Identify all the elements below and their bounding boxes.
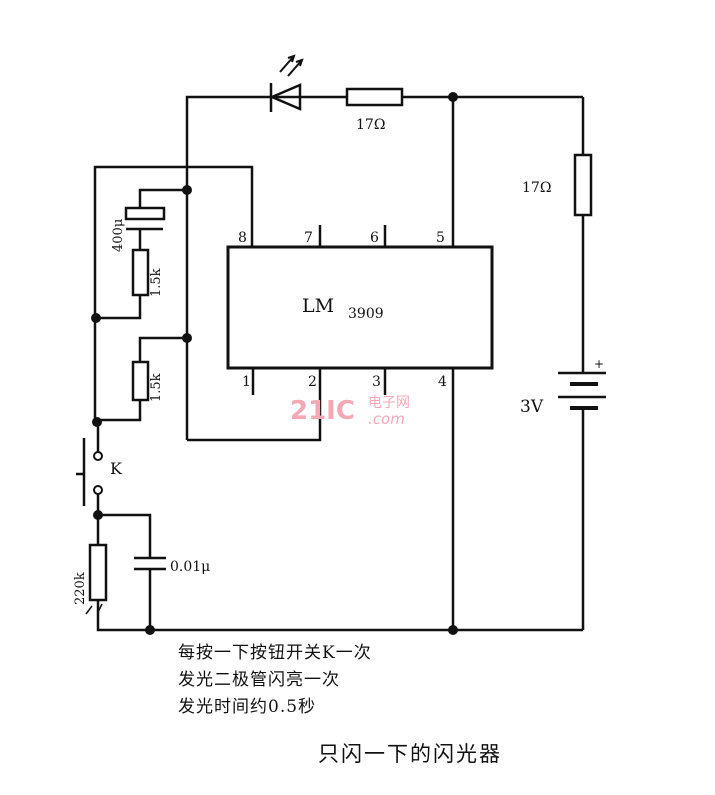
resistor-led-label: 17Ω xyxy=(356,117,385,133)
pin-label-2: 2 xyxy=(308,374,317,390)
watermark-domain: .com xyxy=(368,410,405,428)
battery-polarity: + xyxy=(594,357,604,371)
resistor-supply-label: 17Ω xyxy=(522,180,551,196)
resistor-upper-label: 1.5k xyxy=(149,268,164,297)
capacitor-small xyxy=(134,556,166,571)
pin-label-3: 3 xyxy=(372,374,381,390)
ic-lm3909 xyxy=(226,245,494,370)
capacitor-polarized-label: 400μ xyxy=(111,219,126,252)
diagram-title: 只闪一下的闪光器 xyxy=(318,742,502,766)
ic-name: LM xyxy=(302,295,334,317)
pin-label-8: 8 xyxy=(238,230,247,246)
pin-label-5: 5 xyxy=(436,230,445,246)
battery xyxy=(558,371,606,410)
push-button-switch xyxy=(76,438,103,506)
battery-label: 3V xyxy=(520,397,544,417)
resistor-lower-label: 1.5k xyxy=(149,373,164,402)
note-line-1: 每按一下按钮开关K一次 xyxy=(178,643,372,663)
resistor-upper xyxy=(131,248,150,297)
resistor-supply xyxy=(573,153,593,217)
switch-label: K xyxy=(110,459,123,478)
pin-label-7: 7 xyxy=(304,230,313,246)
resistor-photo xyxy=(88,543,108,602)
pin-label-6: 6 xyxy=(370,230,379,246)
resistor-led xyxy=(345,87,404,107)
capacitor-polarized xyxy=(124,206,166,231)
ic-part: 3909 xyxy=(348,306,384,322)
led-diode xyxy=(268,83,302,112)
junction-dots xyxy=(91,92,458,635)
watermark-brand: 21IC xyxy=(290,396,355,426)
capacitor-small-label: 0.01μ xyxy=(170,559,210,575)
note-line-2: 发光二极管闪亮一次 xyxy=(178,670,340,690)
pin-label-1: 1 xyxy=(242,374,251,390)
light-emission-arrows-icon xyxy=(279,54,304,77)
watermark-cn: 电子网 xyxy=(368,395,410,411)
wires xyxy=(93,95,585,632)
note-line-3: 发光时间约0.5秒 xyxy=(178,697,317,717)
resistor-photo-label: 220k xyxy=(73,572,88,605)
resistor-lower xyxy=(131,360,150,402)
pin-label-4: 4 xyxy=(438,374,447,390)
